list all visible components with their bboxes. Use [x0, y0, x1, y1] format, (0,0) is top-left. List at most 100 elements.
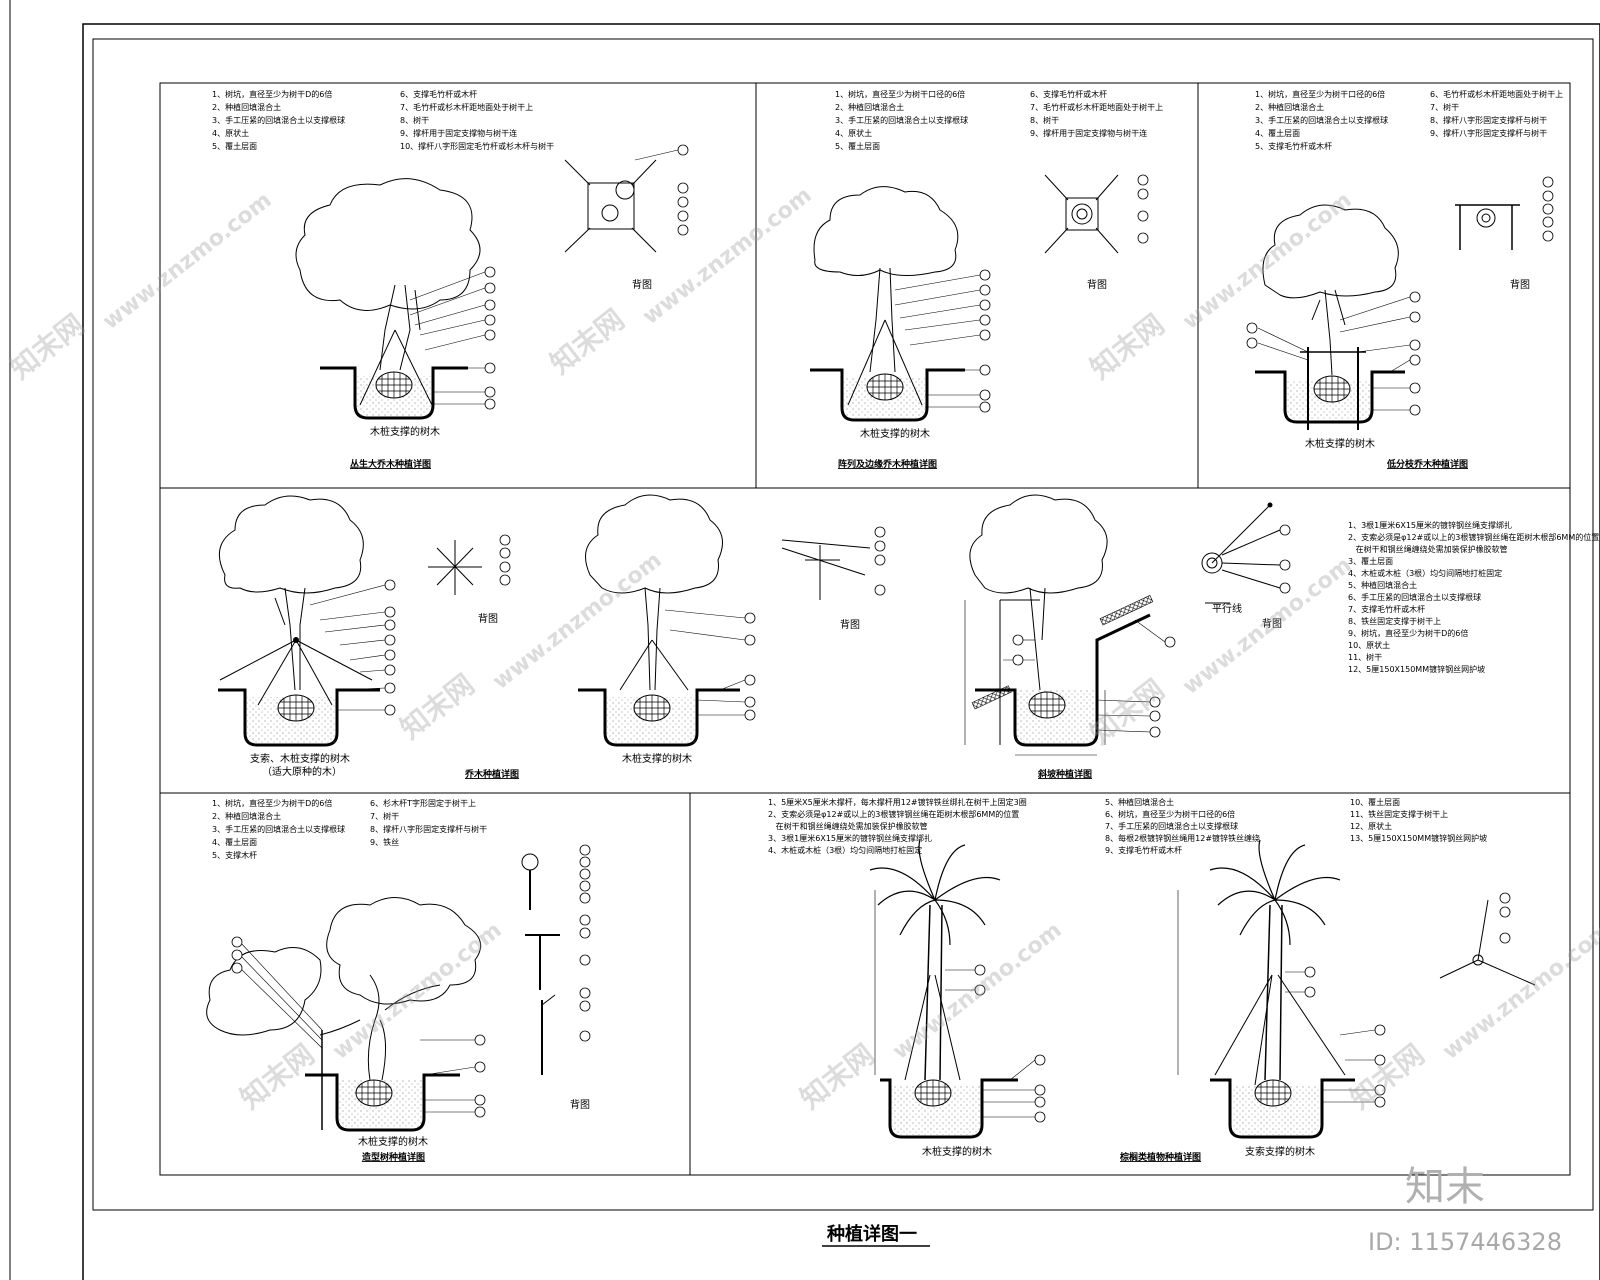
note-line: 6、毛竹杆或杉木杆距地面处于树干上: [1430, 89, 1563, 99]
panel-tree-planting: 支索、木桩支撑的树木 （适大原种的木） 背图 木桩支撑的树木: [218, 494, 886, 780]
support-stake: [847, 319, 886, 406]
note-line: 9、铁丝: [370, 837, 399, 847]
leader-lines: [1257, 296, 1411, 411]
support-stake: [904, 974, 931, 1081]
palm-trunk: [1279, 904, 1283, 1081]
leader-lines: [664, 609, 746, 716]
note-line: 3、手工压紧的回填混合土以支撑根球: [1255, 115, 1388, 125]
note-line: 7、树干: [1430, 102, 1459, 112]
note-line: 9、支撑毛竹杆或木杆: [1105, 845, 1182, 855]
support-stake: [394, 329, 433, 406]
notes-left: 1、树坑，直径至少为树干口径的6倍 2、种植回填混合土 3、手工压紧的回填混合土…: [835, 89, 968, 151]
note-line: 1、树坑，直径至少为树干D的6倍: [212, 89, 332, 99]
detail-caption: 木桩支撑的树木: [622, 752, 692, 765]
note-line: 1、树坑，直径至少为树干D的6倍: [212, 798, 332, 808]
panel-palm-planting: 1、5厘米X5厘米木撑杆，每木撑杆用12#镀锌铁丝绑扎在树干上固定3圈 2、支索…: [768, 797, 1536, 1163]
leader-lines: [409, 271, 486, 405]
palm-trunk: [924, 904, 931, 1081]
detail-title: 斜坡种植详图: [1037, 768, 1092, 780]
plan-view: 背图: [1455, 176, 1554, 291]
tree-canopy-right: [326, 897, 482, 1005]
plan-view: 背图: [564, 144, 689, 291]
note-line: 10、覆土层面: [1350, 797, 1400, 807]
support-stake: [359, 329, 396, 406]
note-line: 2、种植回填混合土: [835, 102, 904, 112]
note-line: 7、手工压紧的回填混合土以支撑根球: [1105, 821, 1238, 831]
note-line: 9、撑杆用于固定支撑物与树干连: [400, 128, 517, 138]
note-line: 3、手工压紧的回填混合土以支撑根球: [835, 115, 968, 125]
root-ball: [1028, 691, 1066, 719]
note-line: 3、3根1厘米6X15厘米的镀锌钢丝绳支撑绑扎: [768, 833, 932, 843]
note-line: 1、树坑，直径至少为树干口径的6倍: [835, 89, 965, 99]
note-line: 4、原状土: [835, 128, 872, 138]
note-line: 2、支索必须是φ12#或以上的3根镀锌钢丝绳在距树木根部6MM的位置: [768, 809, 1019, 819]
note-line: 6、手工压紧的回填混合土以支撑根球: [1348, 592, 1481, 602]
note-line: 7、支撑毛竹杆或木杆: [1348, 604, 1425, 614]
note-line: 6、支撑毛竹杆或木杆: [400, 89, 477, 99]
plan-view: [1439, 892, 1536, 986]
leader-lines: [239, 941, 476, 1113]
plan-label: 背图: [570, 1098, 590, 1111]
support-stake: [619, 639, 653, 691]
tie-point: [293, 637, 299, 643]
note-line: 在树干和钢丝绳缠绕处需加装保护橡胶软管: [1348, 544, 1508, 554]
note-line: 9、树坑，直径至少为树干D的6倍: [1348, 628, 1468, 638]
plan-label: 背图: [1087, 278, 1107, 291]
note-line: 5、支撑毛竹杆或木杆: [1255, 141, 1332, 151]
panel-topiary-tree: 1、树坑，直径至少为树干D的6倍 2、种植回填混合土 3、手工压紧的回填混合土以…: [206, 798, 591, 1163]
note-line: 8、铁丝固定支撑于树干上: [1348, 616, 1441, 626]
note-line: 6、杉木杆T字形固定于树干上: [370, 798, 476, 808]
notes-right: 6、支撑毛竹杆或木杆 7、毛竹杆或杉木杆距地面处于树干上 8、树干 9、撑杆用于…: [1030, 89, 1163, 138]
drawing-frame: [159, 82, 1571, 1176]
note-line: 11、树干: [1348, 652, 1382, 662]
sheet-title: 种植详图一: [826, 1223, 917, 1245]
note-line: 2、种植回填混合土: [1255, 102, 1324, 112]
tree-canopy: [585, 494, 723, 594]
tree-canopy: [1262, 204, 1399, 299]
notes-right: 6、杉木杆T字形固定于树干上 7、树干 8、撑杆八字形固定支撑杆与树干 9、铁丝: [370, 798, 487, 847]
trunk: [319, 974, 441, 1081]
root-ball: [914, 1079, 952, 1107]
notes-col1: 1、5厘米X5厘米木撑杆，每木撑杆用12#镀锌铁丝绑扎在树干上固定3圈 2、支索…: [768, 797, 1027, 855]
note-line: 5、种植回填混合土: [1348, 580, 1417, 590]
planting-pit: [880, 1078, 1018, 1139]
plan-label: 背图: [1510, 278, 1530, 291]
note-line: 1、树坑，直径至少为树干口径的6倍: [1255, 89, 1385, 99]
note-line: 5、种植回填混合土: [1105, 797, 1174, 807]
detail-caption: 支索、木桩支撑的树木: [250, 752, 350, 765]
note-line: 3、手工压紧的回填混合土以支撑根球: [212, 824, 345, 834]
support-stake: [934, 974, 961, 1081]
notes-left: 1、树坑，直径至少为树干口径的6倍 2、种植回填混合土 3、手工压紧的回填混合土…: [1255, 89, 1388, 151]
support-stake: [651, 639, 689, 691]
detail-title: 乔木种植详图: [464, 768, 519, 780]
note-line: 4、覆土层面: [1255, 128, 1300, 138]
notes-col3: 10、覆土层面 11、铁丝固定支撑于树干上 12、原状土 13、5厘150X15…: [1350, 797, 1487, 843]
note-line: 8、每根2根镀锌钢丝绳用12#镀锌铁丝缠绕: [1105, 833, 1260, 843]
note-line: 在树干和钢丝绳缠绕处需加装保护橡胶软管: [768, 821, 928, 831]
guy-wire: [1254, 974, 1273, 1086]
note-line: 7、毛竹杆或杉木杆距地面处于树干上: [1030, 102, 1163, 112]
note-line: 11、铁丝固定支撑于树干上: [1350, 809, 1448, 819]
plan-view: [781, 526, 886, 600]
brand-logo: 知末: [1405, 1164, 1485, 1210]
palm-trunk: [1264, 904, 1271, 1081]
palm-trunk: [939, 904, 943, 1081]
panel-multi-stem-tree: 1、树坑，直径至少为树干D的6倍 2、种植回填混合土 3、手工压紧的回填混合土以…: [212, 89, 689, 470]
trunk: [644, 587, 661, 691]
notes-left: 1、树坑，直径至少为树干D的6倍 2、种植回填混合土 3、手工压紧的回填混合土以…: [212, 89, 345, 151]
planting-pit: [218, 688, 380, 747]
leader-lines: [945, 969, 1036, 1118]
id-label: ID: 1157446328: [1368, 1228, 1562, 1256]
panel-array-edge-tree: 1、树坑，直径至少为树干口径的6倍 2、种植回填混合土 3、手工压紧的回填混合土…: [810, 89, 1163, 470]
detail-caption: 木桩支撑的树木: [922, 1145, 992, 1158]
detail-caption-sub: （适大原种的木）: [262, 765, 342, 778]
detail-title: 造型树种植详图: [362, 1151, 425, 1163]
plan-label: 背图: [632, 278, 652, 291]
planting-pit: [1210, 1078, 1355, 1139]
plan-label: 背图: [840, 618, 860, 631]
stake-details: [521, 844, 591, 1075]
note-line: 12、原状土: [1350, 821, 1392, 831]
plan-label: 背图: [1262, 617, 1282, 630]
planting-pit: [1255, 370, 1405, 424]
note-line: 8、撑杆八字形固定支撑杆与树干: [1430, 115, 1547, 125]
